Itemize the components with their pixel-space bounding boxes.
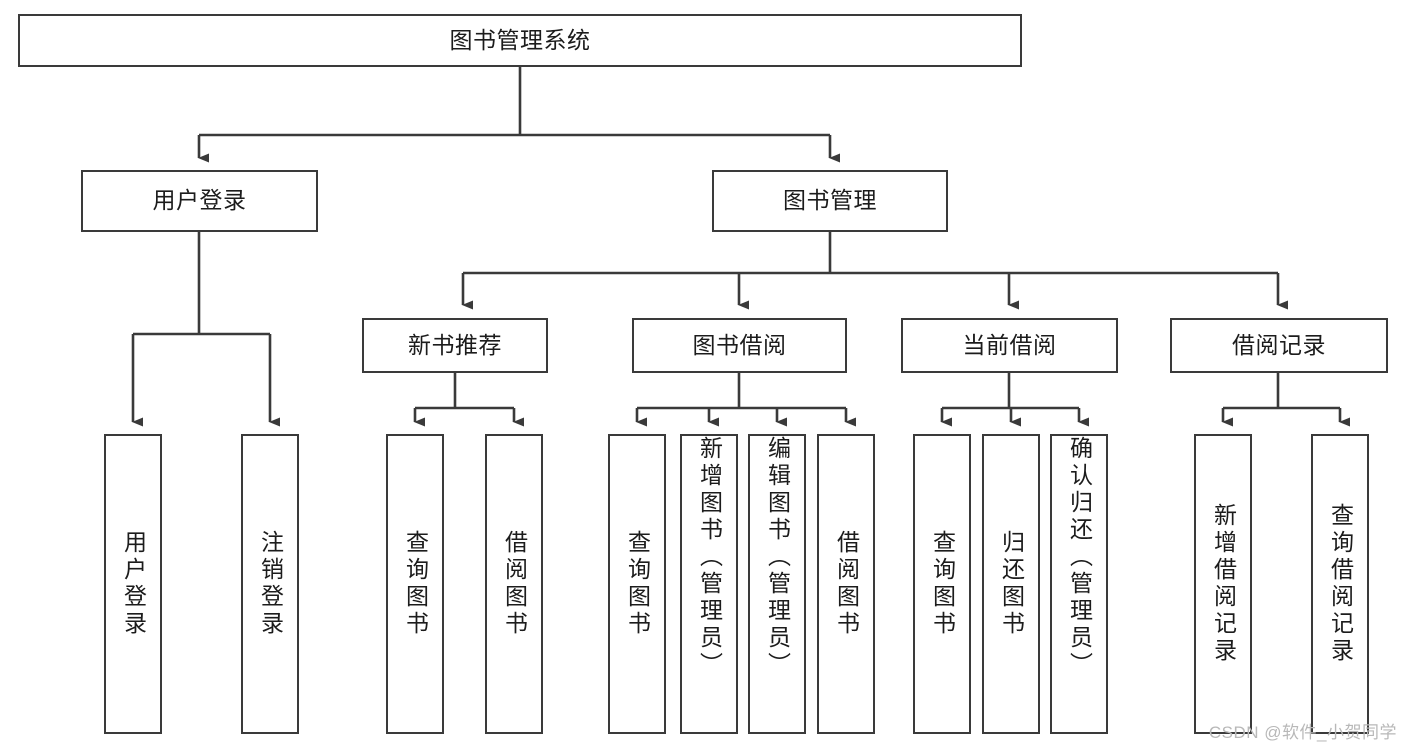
node-label: 新增借阅记录 [1210, 503, 1237, 665]
node-label: 归还图书 [998, 530, 1025, 638]
leaf-node-user-login[interactable]: 用户登录 [104, 434, 162, 734]
node-label: 图书借阅 [692, 331, 787, 358]
leaf-node-borrow-book[interactable]: 借阅图书 [817, 434, 875, 734]
leaf-node-confirm-return-admin[interactable]: 确认归还（管理员） [1050, 434, 1108, 734]
node-borrow-record[interactable]: 借阅记录 [1170, 318, 1388, 373]
leaf-node-add-book-admin[interactable]: 新增图书（管理员） [680, 434, 738, 734]
node-label: 借阅图书 [501, 530, 528, 638]
csdn-watermark: CSDN @软件_小贺同学 [1208, 723, 1397, 742]
node-user-login[interactable]: 用户登录 [81, 170, 318, 232]
node-label: 查询图书 [624, 530, 651, 638]
leaf-node-query-book-recommend[interactable]: 查询图书 [386, 434, 444, 734]
node-root-book-management-system[interactable]: 图书管理系统 [18, 14, 1022, 67]
leaf-node-logout[interactable]: 注销登录 [241, 434, 299, 734]
leaf-node-query-book-current[interactable]: 查询图书 [913, 434, 971, 734]
leaf-node-add-borrow-record[interactable]: 新增借阅记录 [1194, 434, 1252, 734]
node-new-book-recommend[interactable]: 新书推荐 [362, 318, 548, 373]
node-label: 查询图书 [402, 530, 429, 638]
node-label: 查询借阅记录 [1327, 503, 1354, 665]
node-label: 当前借阅 [962, 331, 1057, 358]
leaf-node-return-book[interactable]: 归还图书 [982, 434, 1040, 734]
node-label: 新增图书（管理员） [696, 436, 723, 679]
leaf-node-query-borrow-record[interactable]: 查询借阅记录 [1311, 434, 1369, 734]
node-book-borrow[interactable]: 图书借阅 [632, 318, 847, 373]
node-label: 编辑图书（管理员） [764, 436, 791, 679]
node-label: 确认归还（管理员） [1066, 436, 1093, 679]
node-label: 注销登录 [257, 530, 284, 638]
node-label: 借阅图书 [833, 530, 860, 638]
node-label: 查询图书 [929, 530, 956, 638]
leaf-node-query-book-borrow[interactable]: 查询图书 [608, 434, 666, 734]
node-book-management[interactable]: 图书管理 [712, 170, 948, 232]
node-label: 借阅记录 [1232, 331, 1326, 358]
node-label: 图书管理系统 [449, 26, 591, 53]
node-label: 用户登录 [120, 530, 147, 638]
node-label: 用户登录 [152, 187, 247, 214]
leaf-node-edit-book-admin[interactable]: 编辑图书（管理员） [748, 434, 806, 734]
node-current-borrow[interactable]: 当前借阅 [901, 318, 1118, 373]
node-label: 新书推荐 [408, 331, 502, 358]
leaf-node-borrow-book-recommend[interactable]: 借阅图书 [485, 434, 543, 734]
node-label: 图书管理 [783, 187, 877, 214]
